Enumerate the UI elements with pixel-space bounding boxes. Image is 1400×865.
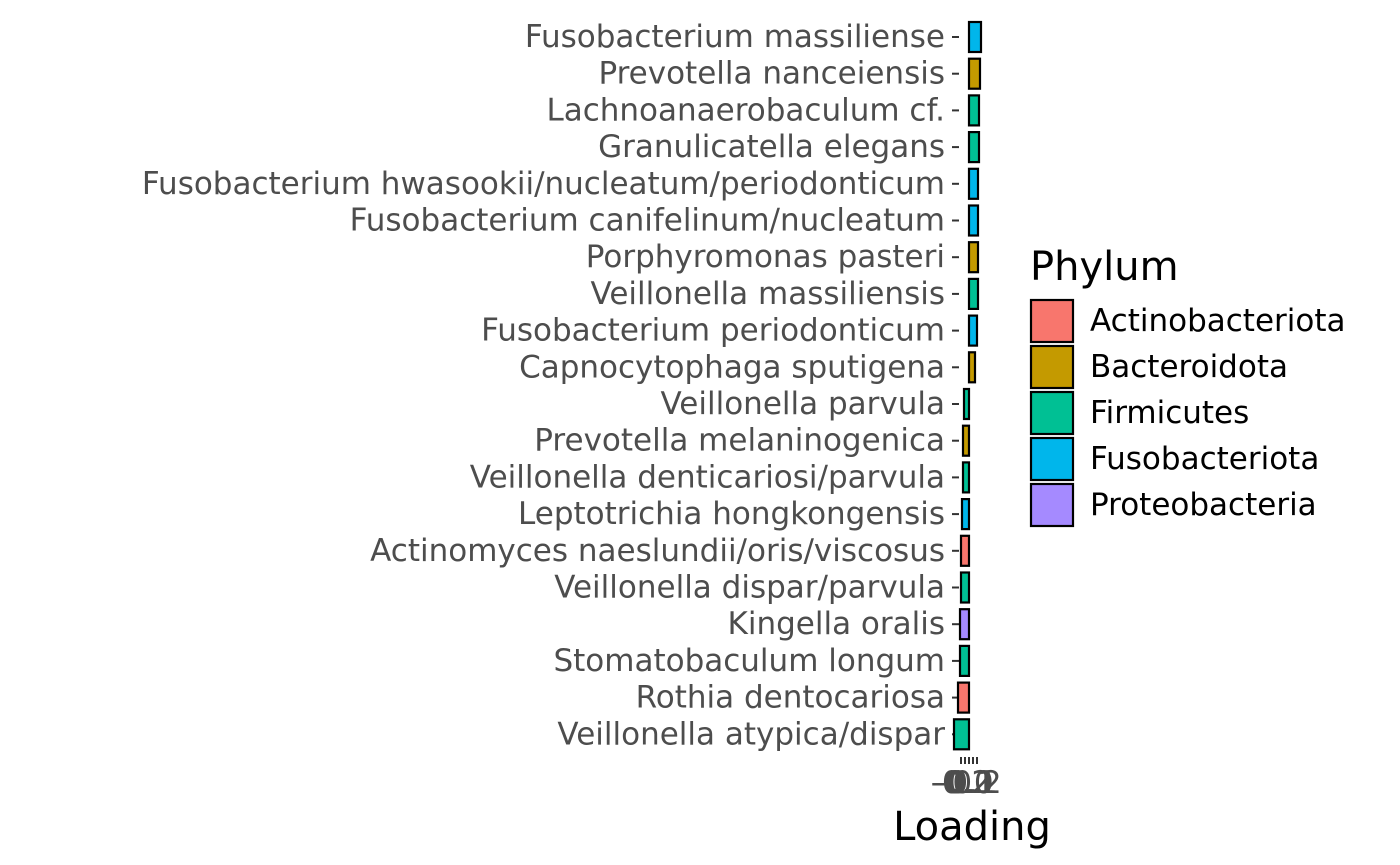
bar	[958, 608, 971, 641]
x-tick-label: -0.2	[931, 765, 992, 801]
y-axis-ticks	[952, 36, 959, 736]
x-tick-label: -0.1	[935, 765, 996, 801]
bar	[967, 277, 980, 310]
y-tick-label: Veillonella atypica/dispar	[557, 716, 945, 752]
x-axis-tick-labels: -0.2-0.10.00.10.2	[931, 765, 1002, 801]
legend-label: Actinobacteriota	[1090, 303, 1346, 339]
y-tick-label: Granulicatella elegans	[598, 129, 945, 165]
bar	[967, 204, 980, 237]
y-tick-label: Veillonella denticariosi/parvula	[470, 459, 945, 495]
legend-key	[1029, 482, 1075, 528]
x-tick-label: 0.0	[944, 765, 993, 801]
bar	[952, 718, 971, 751]
legend-label: Bacteroidota	[1090, 349, 1288, 385]
bar	[961, 461, 971, 494]
bar	[967, 20, 983, 54]
bar	[967, 57, 982, 90]
legend-key	[1029, 436, 1075, 482]
y-tick-label: Kingella oralis	[728, 606, 946, 642]
legend-label: Proteobacteria	[1090, 487, 1317, 523]
x-axis-ticks	[960, 757, 978, 764]
bar	[960, 498, 971, 531]
y-tick-label: Veillonella massiliensis	[591, 276, 945, 312]
y-tick-label: Prevotella melaninogenica	[534, 423, 945, 459]
bar	[961, 424, 971, 457]
y-tick-label: Fusobacterium periodonticum	[481, 313, 945, 349]
legend-key	[1029, 344, 1075, 390]
legend-label: Fusobacteriota	[1090, 441, 1319, 477]
y-tick-label: Actinomyces naeslundii/oris/viscosus	[370, 533, 945, 569]
legend-key	[1029, 298, 1075, 344]
legend-title: Phylum	[1030, 244, 1179, 290]
legend: Phylum ActinobacteriotaBacteroidotaFirmi…	[1029, 244, 1346, 528]
bar	[967, 94, 981, 127]
bar	[967, 351, 977, 384]
bar	[956, 681, 971, 714]
y-tick-label: Leptotrichia hongkongensis	[518, 496, 945, 532]
bars	[952, 20, 983, 751]
legend-label: Firmicutes	[1090, 395, 1249, 431]
bar	[967, 131, 981, 164]
y-tick-label: Fusobacterium canifelinum/nucleatum	[350, 203, 945, 239]
bar	[962, 387, 971, 421]
bar	[959, 534, 971, 567]
legend-key	[1029, 390, 1075, 436]
y-tick-label: Veillonella dispar/parvula	[554, 570, 945, 606]
bar	[967, 167, 980, 200]
bar	[967, 241, 980, 274]
x-tick-label: 0.1	[948, 765, 997, 801]
y-tick-label: Lachnoanaerobaculum cf.	[546, 92, 945, 128]
x-axis-title: Loading	[893, 804, 1051, 850]
bar	[959, 571, 971, 604]
y-tick-label: Capnocytophaga sputigena	[519, 349, 945, 385]
bar	[967, 314, 979, 347]
y-tick-label: Porphyromonas pasteri	[586, 239, 945, 275]
y-tick-label: Rothia dentocariosa	[636, 680, 945, 716]
bar	[958, 644, 971, 678]
y-tick-label: Prevotella nanceiensis	[598, 56, 945, 92]
y-tick-label: Fusobacterium massiliense	[525, 19, 945, 55]
x-tick-label: 0.2	[952, 765, 1001, 801]
y-tick-label: Stomatobaculum longum	[553, 643, 945, 679]
legend-items: ActinobacteriotaBacteroidotaFirmicutesFu…	[1029, 298, 1346, 528]
y-tick-label: Veillonella parvula	[661, 386, 946, 422]
y-tick-label: Fusobacterium hwasookii/nucleatum/period…	[142, 166, 945, 202]
